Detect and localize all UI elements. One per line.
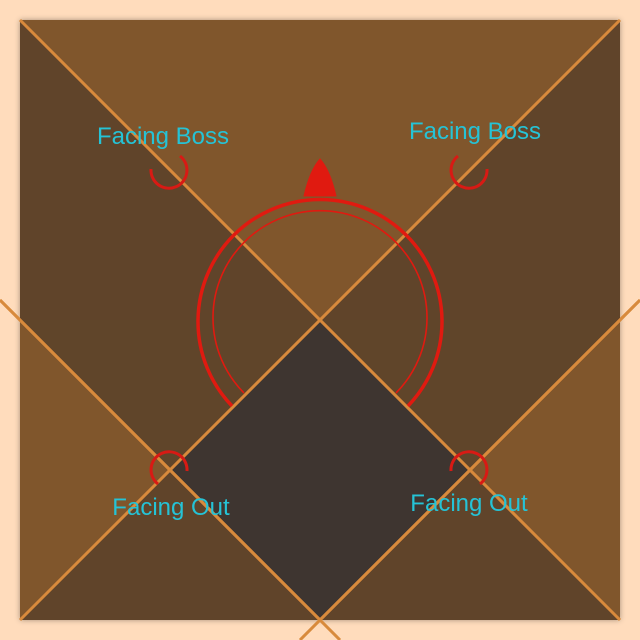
- rotate-arrow-icon: [149, 154, 189, 190]
- zone-south-west: [20, 470, 320, 620]
- outer-corners: [0, 300, 20, 340]
- boss-hitbox-ring-icon: [196, 158, 444, 408]
- grid-lines: [0, 18, 640, 640]
- marker-label-bottom-left: Facing Out: [112, 494, 230, 521]
- zone-south-east: [320, 470, 620, 620]
- boss-facing-arrow-icon: [303, 158, 337, 197]
- marker-label-bottom-right: Facing Out: [410, 490, 528, 517]
- marker-label-top-left: Facing Boss: [96, 123, 230, 150]
- zone-west-lower: [20, 320, 170, 620]
- zone-east-lower: [470, 320, 620, 620]
- rotate-arrow-icon: [149, 450, 189, 486]
- marker-label-top-right: Facing Boss: [408, 118, 542, 145]
- rotate-arrow-icon: [449, 450, 489, 486]
- rotate-arrow-icon: [449, 154, 489, 190]
